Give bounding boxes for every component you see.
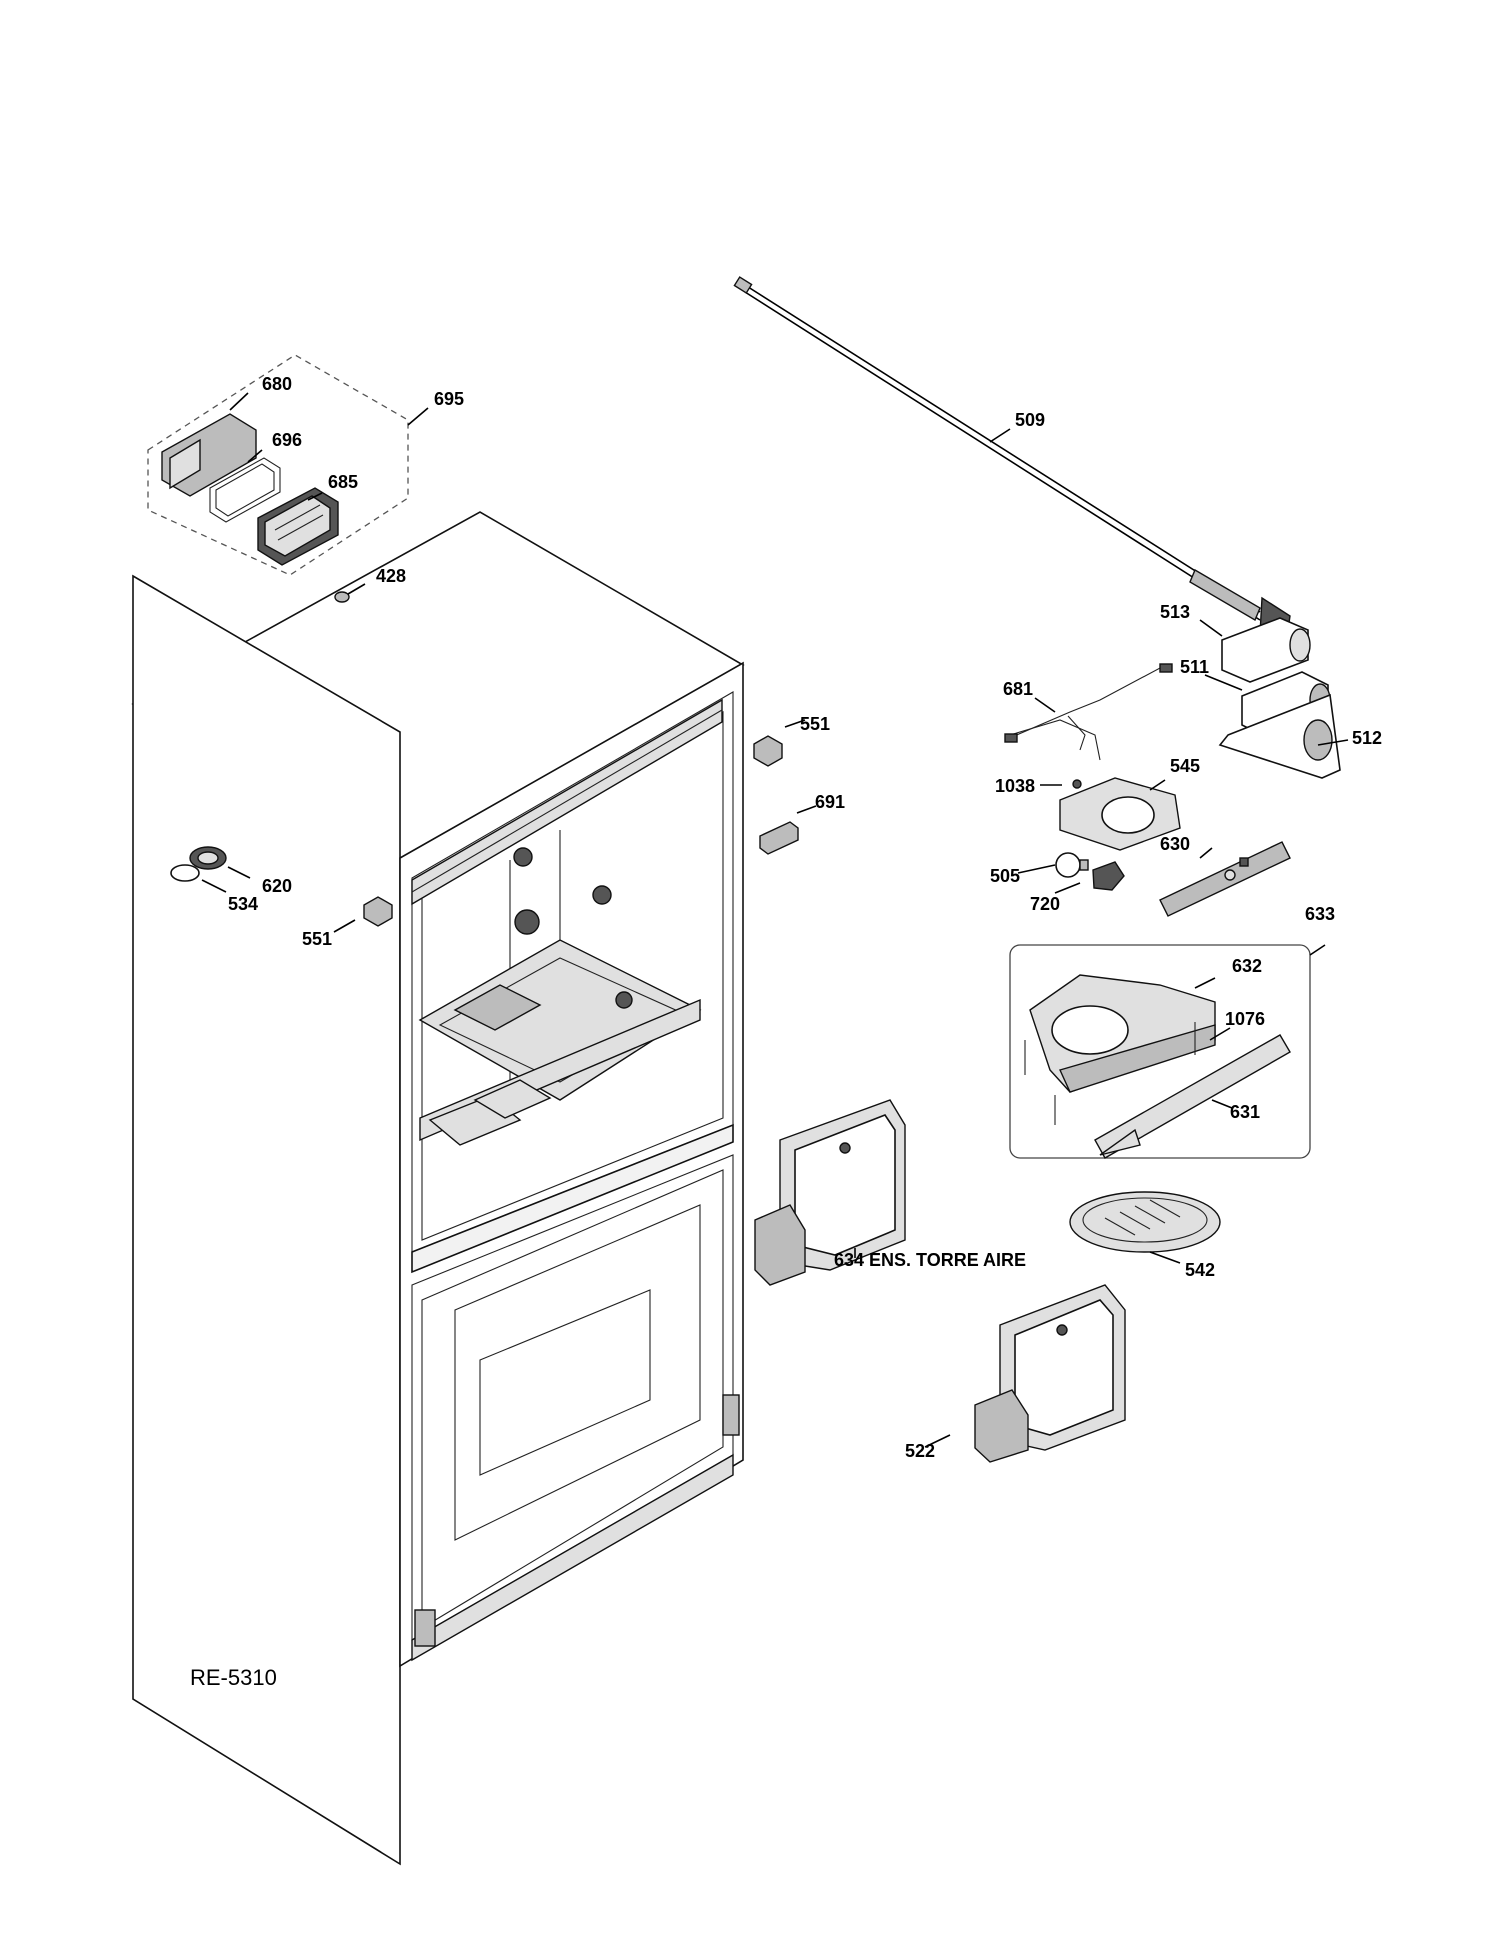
- callout-630: 630: [1160, 834, 1190, 854]
- callout-633: 633: [1305, 904, 1335, 924]
- cover-534: [170, 864, 200, 882]
- callout-1076: 1076: [1225, 1009, 1265, 1029]
- callout-509: 509: [1015, 410, 1045, 430]
- air-tower-kit-633: [1009, 944, 1311, 1159]
- callout-620: 620: [262, 876, 292, 896]
- callout-685: 685: [328, 472, 358, 492]
- callout-720: 720: [1030, 894, 1060, 914]
- callout-513: 513: [1160, 602, 1190, 622]
- wire-harness-681: [1004, 663, 1173, 761]
- filter-assembly: [1218, 617, 1341, 779]
- callout-505: 505: [990, 866, 1020, 886]
- air-tower-634: [754, 1099, 906, 1286]
- callout-545: 545: [1170, 756, 1200, 776]
- water-line-509: [733, 276, 1291, 652]
- callout-632: 632: [1232, 956, 1262, 976]
- bulb-505: [1055, 852, 1089, 878]
- drawing-code: RE-5310: [190, 1665, 277, 1690]
- callout-696: 696: [272, 430, 302, 450]
- callout-522: 522: [905, 1441, 935, 1461]
- callout-534: 534: [228, 894, 258, 914]
- socket-720: [1092, 861, 1125, 891]
- callout-551-lower: 551: [302, 929, 332, 949]
- switch-551-upper: [753, 735, 783, 767]
- vent-620: [189, 846, 227, 870]
- leader-lines: [201, 392, 1349, 1448]
- callout-680: 680: [262, 374, 292, 394]
- plug-428: [334, 591, 350, 603]
- callout-551-upper: 551: [800, 714, 830, 734]
- callout-631: 631: [1230, 1102, 1260, 1122]
- callout-542: 542: [1185, 1260, 1215, 1280]
- callout-681: 681: [1003, 679, 1033, 699]
- callout-labels: 680 695 696 685 428 509 513 511 512 681 …: [228, 374, 1382, 1461]
- callout-691: 691: [815, 792, 845, 812]
- callout-428: 428: [376, 566, 406, 586]
- switch-551-lower: [363, 896, 393, 927]
- control-board-630: [1159, 841, 1291, 917]
- callout-511: 511: [1180, 657, 1209, 677]
- callout-512: 512: [1352, 728, 1382, 748]
- air-tower-522: [974, 1284, 1126, 1463]
- light-cover-545: [1059, 777, 1181, 851]
- callout-1038: 1038: [995, 776, 1035, 796]
- grille-542: [1069, 1191, 1221, 1253]
- callout-634-air-tower: 634 ENS. TORRE AIRE: [834, 1250, 1026, 1270]
- bracket-691: [759, 821, 799, 855]
- refrigerator-cabinet: [131, 511, 745, 1866]
- callout-695: 695: [434, 389, 464, 409]
- kit-695-group: [147, 354, 409, 576]
